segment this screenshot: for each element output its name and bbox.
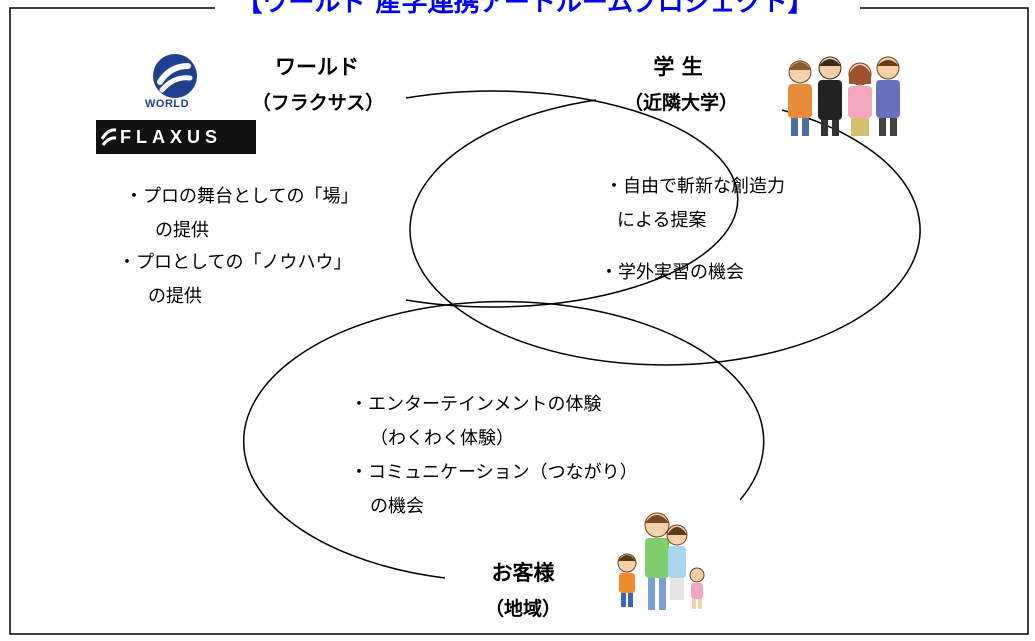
outer-frame — [9, 7, 1029, 635]
customers-ellipse — [242, 300, 765, 579]
students-item: ・学外実習の機会 — [600, 262, 744, 283]
world-item: ・プロの舞台としての「場」 の提供 — [125, 186, 359, 241]
customers-item: ・コミュニケーション（つながり） の機会 — [350, 462, 638, 517]
world-item: ・プロとしての「ノウハウ」 の提供 — [118, 252, 352, 307]
world-name: ワールド — [275, 55, 359, 79]
world-logo-text: WORLD — [145, 98, 190, 110]
students-sub: （近隣大学） — [623, 92, 738, 114]
world-logo-icon — [153, 54, 197, 98]
family-illustration-icon — [617, 512, 705, 610]
customers-item: ・エンターテインメントの体験 （わくわく体験） — [350, 394, 602, 449]
students-item: ・自由で斬新な創造力 による提案 — [605, 176, 785, 231]
customers-sub: （地域） — [484, 598, 561, 620]
flaxus-logo: FLAXUS — [96, 120, 256, 154]
flaxus-logo-text: FLAXUS — [120, 127, 222, 147]
students-name: 学 生 — [653, 55, 703, 79]
customers-name: お客様 — [491, 561, 555, 585]
world-sub: （フラクサス） — [251, 92, 385, 114]
students-ellipse — [409, 99, 921, 366]
flaxus-mark-icon — [100, 128, 117, 146]
diagram-title: 【ワールド 産学連携アートルームプロジェクト】 — [215, 0, 835, 20]
students-illustration-icon — [788, 56, 900, 136]
